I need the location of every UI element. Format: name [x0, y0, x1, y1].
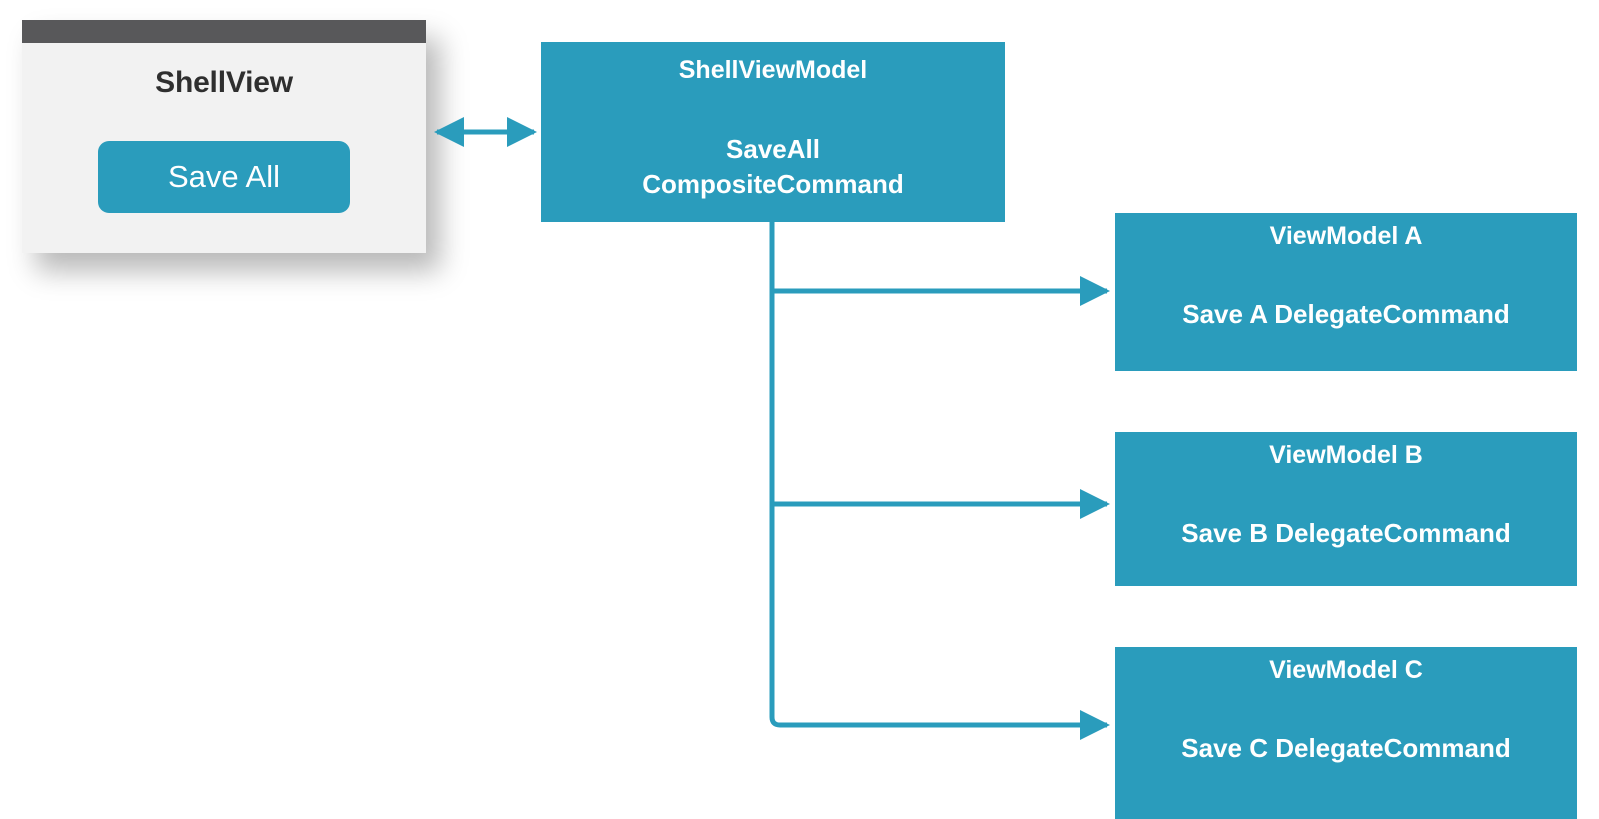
- view-model-c-box: ViewModel C Save C DelegateCommand CSDN …: [1115, 647, 1577, 819]
- view-model-c-command: Save C DelegateCommand: [1181, 733, 1511, 763]
- shell-view-title: ShellView: [155, 66, 293, 99]
- view-model-a-command: Save A DelegateCommand: [1182, 299, 1510, 329]
- shell-view-model-title: ShellViewModel: [678, 56, 868, 84]
- view-model-a-box: ViewModel A Save A DelegateCommand: [1115, 213, 1577, 371]
- window-titlebar: [22, 20, 426, 43]
- view-model-b-command: Save B DelegateCommand: [1181, 518, 1511, 548]
- shell-view-model-box: ShellViewModel SaveAll CompositeCommand: [541, 42, 1005, 222]
- view-model-b-box: ViewModel B Save B DelegateCommand: [1115, 432, 1577, 586]
- view-model-c-title: ViewModel C: [1269, 656, 1423, 684]
- shell-view-window: ShellView Save All: [22, 20, 426, 253]
- shell-view-model-command: SaveAll CompositeCommand: [541, 132, 1005, 202]
- composite-command-line-2: CompositeCommand: [642, 169, 904, 200]
- view-model-b-title: ViewModel B: [1269, 441, 1423, 469]
- save-all-button[interactable]: Save All: [98, 141, 350, 213]
- composite-command-line-1: SaveAll: [726, 134, 820, 164]
- view-model-a-title: ViewModel A: [1269, 222, 1423, 250]
- composite-command-trunk: [769, 222, 1100, 728]
